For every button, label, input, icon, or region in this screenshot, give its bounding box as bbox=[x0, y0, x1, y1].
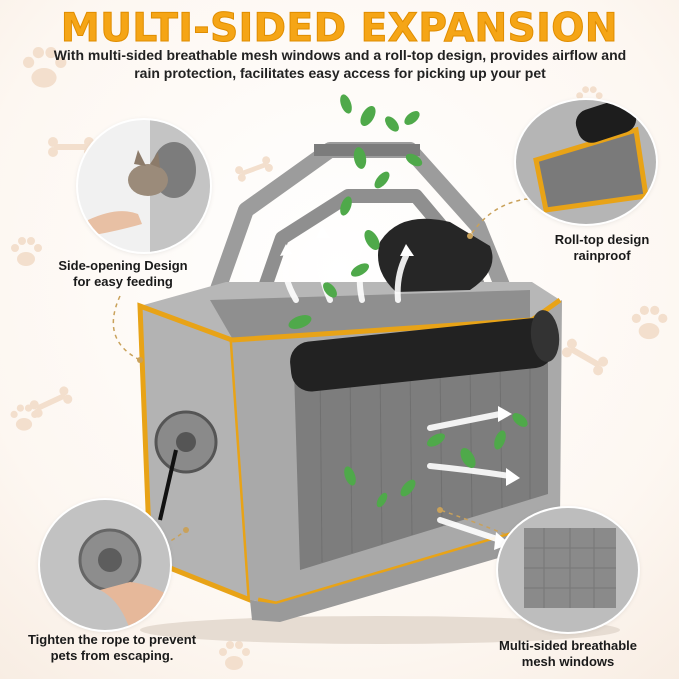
mesh-window-photo bbox=[498, 508, 638, 632]
caption-side-opening: Side-opening Design for easy feeding bbox=[58, 258, 188, 289]
inset-roll-top bbox=[516, 100, 656, 224]
inset-tighten-rope bbox=[40, 500, 170, 630]
inset-side-opening bbox=[78, 120, 210, 252]
inset-mesh-windows bbox=[498, 508, 638, 632]
cat-feeding-photo bbox=[78, 120, 210, 252]
caption-mesh-windows: Multi-sided breathable mesh windows bbox=[499, 638, 637, 669]
paw-print-icon bbox=[631, 305, 668, 340]
caption-tighten-rope: Tighten the rope to prevent pets from es… bbox=[27, 632, 197, 663]
leaf-icon bbox=[288, 94, 528, 508]
paw-print-icon bbox=[23, 47, 67, 88]
rope-port-photo bbox=[40, 500, 170, 630]
paw-print-icon bbox=[11, 237, 42, 266]
caption-roll-top: Roll-top design rainproof bbox=[554, 232, 650, 263]
bone-icon bbox=[561, 338, 609, 376]
bone-icon bbox=[29, 386, 73, 418]
page-title: MULTI-SIDED EXPANSION bbox=[60, 6, 619, 52]
roll-top-photo bbox=[516, 100, 656, 224]
page-subtitle: With multi-sided breathable mesh windows… bbox=[53, 47, 627, 81]
bone-icon bbox=[235, 156, 273, 182]
paw-print-icon bbox=[219, 641, 250, 670]
